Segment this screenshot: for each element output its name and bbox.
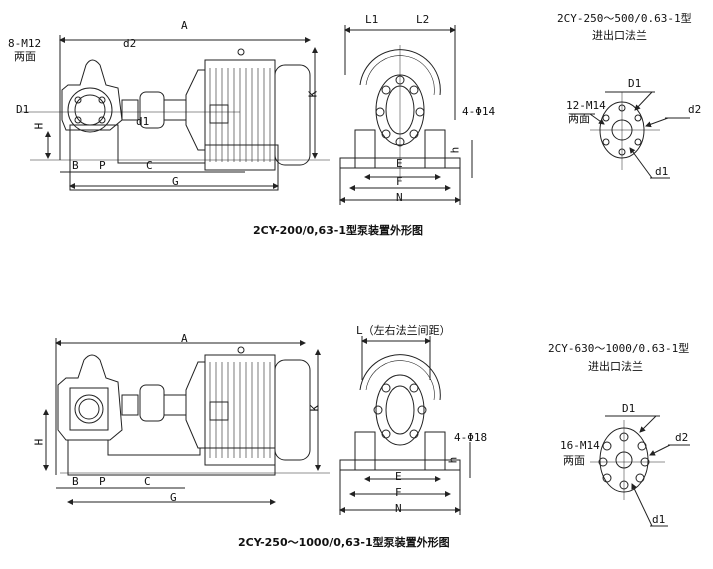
dim-n: N xyxy=(395,502,402,515)
bottom-front-view xyxy=(43,338,330,505)
dim-l1: L1 xyxy=(365,13,379,26)
bolt-spec-8-m12: 8-M12 xyxy=(8,37,42,50)
top-side-view xyxy=(339,25,473,205)
flange-title: 2CY-250～500/0.63-1型 xyxy=(557,12,692,25)
flange-dim-d2: d2 xyxy=(688,103,702,116)
dim-k: K xyxy=(306,90,320,98)
top-front-view xyxy=(20,35,330,191)
anchor-bolt-spec: 4-Φ18 xyxy=(454,431,488,444)
flange-subtitle: 进出口法兰 xyxy=(592,29,647,42)
top-caption: 2CY-200/0,63-1型泵装置外形图 xyxy=(253,224,423,237)
dim-e: E xyxy=(395,470,402,483)
bottom-side-view xyxy=(339,336,471,515)
dim-l-flange-spacing: L（左右法兰间距） xyxy=(356,324,451,337)
dim-c: C xyxy=(144,475,151,488)
flange-dim-d1: d1 xyxy=(655,165,669,178)
dim-d2: d2 xyxy=(123,37,137,50)
flange-dim-d1: d1 xyxy=(652,513,666,526)
dim-b: B xyxy=(72,159,79,172)
dim-p: P xyxy=(99,475,106,488)
dim-n: N xyxy=(396,191,403,204)
dim-g: G xyxy=(172,175,179,188)
bottom-caption: 2CY-250～1000/0,63-1型泵装置外形图 xyxy=(238,536,450,549)
dim-g: G xyxy=(170,491,177,504)
flange-bolt-spec: 12-M14 xyxy=(566,99,606,112)
dim-l2: L2 xyxy=(416,13,430,26)
dim-p: P xyxy=(99,159,106,172)
flange-title: 2CY-630～1000/0.63-1型 xyxy=(548,342,690,355)
flange-both-sides: 两面 xyxy=(563,454,585,467)
dim-h-height: H xyxy=(32,438,46,446)
anchor-bolt-spec: 4-Φ14 xyxy=(462,105,496,118)
flange-both-sides: 两面 xyxy=(568,112,590,125)
dim-f: F xyxy=(395,486,402,499)
dim-a: A xyxy=(181,332,188,345)
bottom-flange-detail xyxy=(590,415,690,527)
flange-bolt-spec: 16-M14 xyxy=(560,439,600,452)
flange-dim-D1: D1 xyxy=(628,77,642,90)
dim-f: F xyxy=(396,175,403,188)
flange-subtitle: 进出口法兰 xyxy=(588,360,643,373)
dim-c: C xyxy=(146,159,153,172)
dim-b: B xyxy=(72,475,79,488)
dim-h-base: h xyxy=(446,456,460,464)
dim-h-height: H xyxy=(32,122,46,130)
dim-d1: d1 xyxy=(136,115,150,128)
dim-h-base: h xyxy=(448,146,462,154)
both-sides-label: 两面 xyxy=(14,50,36,63)
top-flange-detail xyxy=(570,91,690,179)
dim-e: E xyxy=(396,157,403,170)
flange-dim-d2: d2 xyxy=(675,431,689,444)
dim-D1: D1 xyxy=(16,103,30,116)
dim-k: K xyxy=(308,404,322,412)
flange-dim-D1: D1 xyxy=(622,402,636,415)
dim-a: A xyxy=(181,19,188,32)
